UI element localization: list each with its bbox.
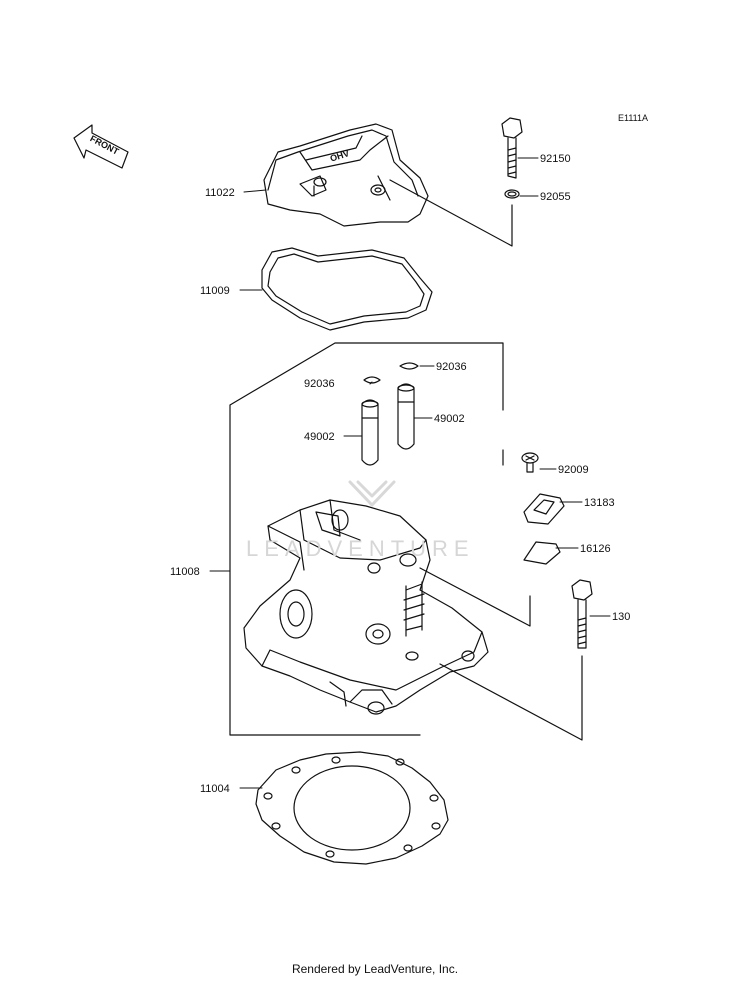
valve-cover-drawing xyxy=(263,123,429,227)
part-label-130: 130 xyxy=(612,611,630,623)
cylinder-head-drawing xyxy=(243,499,489,715)
part-label-92036-left: 92036 xyxy=(304,378,335,390)
cover-emblem: OHV xyxy=(329,148,351,164)
part-label-92009: 92009 xyxy=(558,464,589,476)
valve-guides-drawing xyxy=(361,383,415,466)
leader-head-bolt xyxy=(439,655,583,741)
watermark-text: LEADVENTURE xyxy=(246,536,475,561)
head-group-frame xyxy=(229,342,504,736)
part-label-13183: 13183 xyxy=(584,497,615,509)
leader-head-plate xyxy=(419,567,531,627)
head-gasket-drawing xyxy=(255,751,449,865)
cover-gasket-drawing xyxy=(261,247,433,331)
cover-bolt-drawing xyxy=(501,117,523,179)
part-label-92055: 92055 xyxy=(540,191,571,203)
part-label-49002-left: 49002 xyxy=(304,431,335,443)
footer-credit: Rendered by LeadVenture, Inc. xyxy=(291,962,459,976)
front-arrow-icon xyxy=(73,124,129,169)
leader-cover-bolt xyxy=(389,179,513,247)
part-label-49002-right: 49002 xyxy=(434,413,465,425)
part-label-92150: 92150 xyxy=(540,153,571,165)
part-label-11009: 11009 xyxy=(200,285,230,297)
callout-lines xyxy=(209,157,611,789)
screw-drawing xyxy=(521,452,539,473)
plate-gasket-drawing xyxy=(523,541,561,565)
o-ring-drawing xyxy=(504,189,520,199)
part-label-16126: 16126 xyxy=(580,543,611,555)
part-label-11004: 11004 xyxy=(200,783,230,795)
watermark-logo xyxy=(348,480,396,507)
part-label-11008: 11008 xyxy=(170,566,200,578)
part-label-11022: 11022 xyxy=(205,187,235,199)
plate-drawing xyxy=(523,493,565,525)
head-bolt-drawing xyxy=(571,579,593,649)
part-label-92036-right: 92036 xyxy=(436,361,467,373)
diagram-code: E1111A xyxy=(618,113,648,123)
retainer-clips-drawing xyxy=(363,362,419,384)
